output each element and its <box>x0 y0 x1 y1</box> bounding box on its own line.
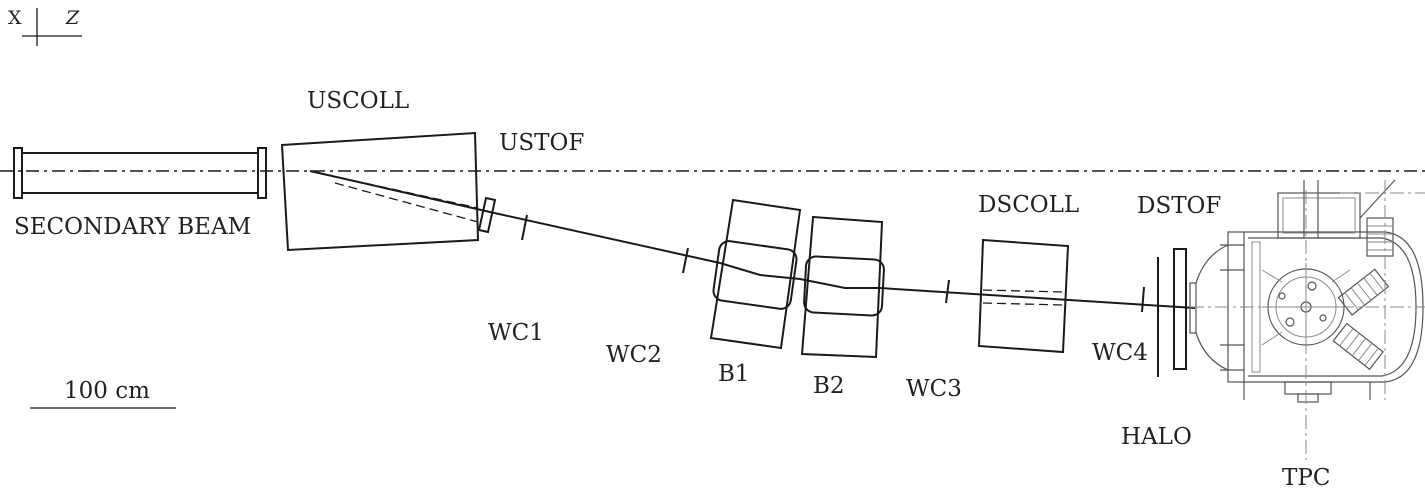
b2-label: B2 <box>813 373 845 399</box>
wc3-chamber <box>945 279 950 304</box>
secondary-beam-pipe <box>13 147 267 199</box>
tpc-cryostat <box>1189 179 1425 460</box>
wc4-label: WC4 <box>1092 340 1148 366</box>
wc1-label: WC1 <box>488 320 544 346</box>
secondary-beam-label: SECONDARY BEAM <box>14 214 251 240</box>
x-axis-label: X <box>8 7 22 29</box>
z-axis-label: Z <box>65 7 80 29</box>
wc3-label: WC3 <box>906 376 962 402</box>
magnet-b1 <box>709 198 802 350</box>
dstof-detector <box>1173 248 1187 370</box>
wc4-chamber <box>1141 286 1145 313</box>
beam-trajectory <box>309 170 1196 309</box>
halo-label: HALO <box>1121 424 1192 450</box>
magnet-b2 <box>800 215 885 359</box>
ustof-label: USTOF <box>499 130 584 156</box>
wc2-label: WC2 <box>606 342 662 368</box>
b1-label: B1 <box>718 361 750 387</box>
dscoll-label: DSCOLL <box>978 192 1079 218</box>
scale-bar-label: 100 cm <box>64 378 150 404</box>
downstream-collimator <box>977 238 1070 354</box>
upstream-collimator <box>280 131 480 252</box>
dstof-label: DSTOF <box>1137 193 1221 219</box>
wc2-chamber <box>682 247 689 274</box>
wc1-chamber <box>521 214 528 241</box>
ustof-detector <box>477 196 497 234</box>
tpc-label: TPC <box>1282 465 1330 491</box>
coordinate-axes: X Z <box>8 7 82 46</box>
uscoll-label: USCOLL <box>307 88 409 114</box>
